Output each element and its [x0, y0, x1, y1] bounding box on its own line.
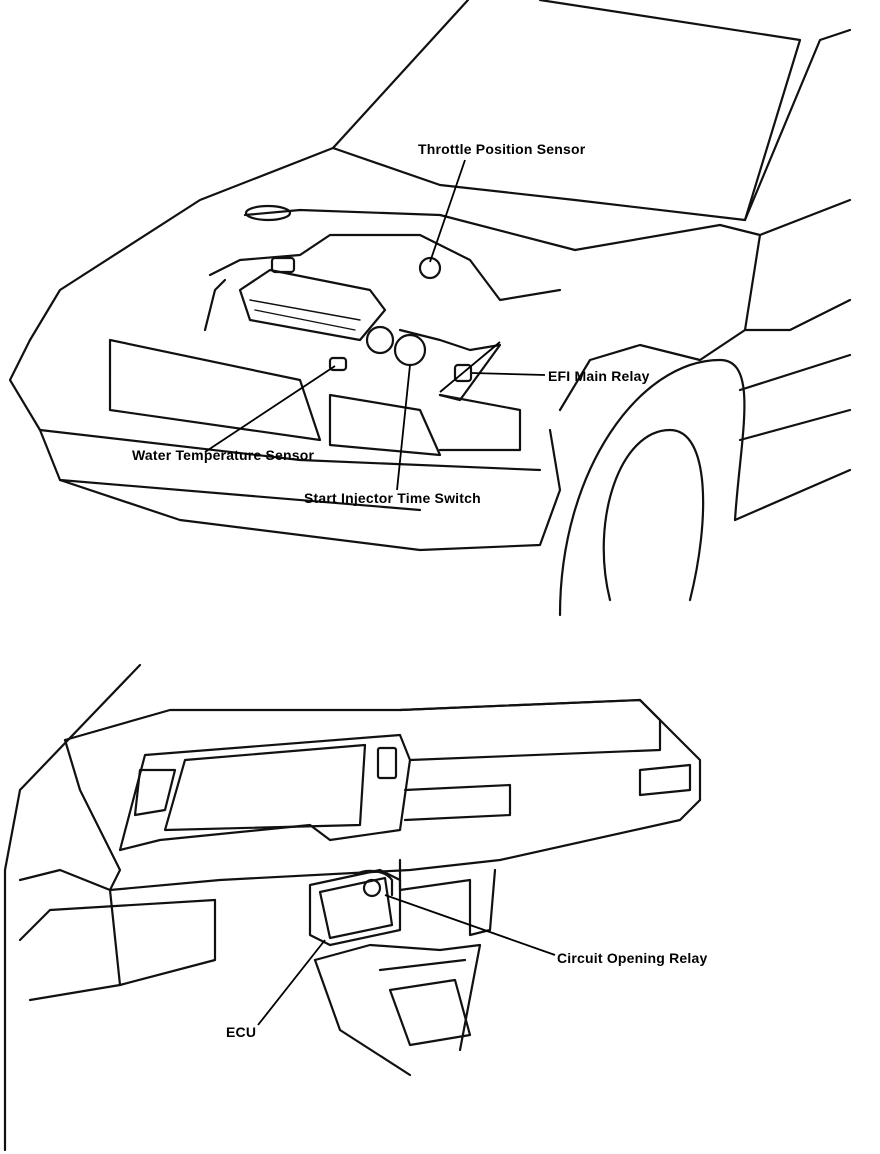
water-temperature-sensor-label: Water Temperature Sensor — [132, 447, 315, 463]
efi-main-relay-label: EFI Main Relay — [548, 368, 650, 384]
engine-bay-illustration — [8, 0, 852, 617]
ecu-label: ECU — [226, 1024, 257, 1040]
dashboard-illustration — [3, 663, 702, 1152]
throttle-position-sensor-label: Throttle Position Sensor — [418, 141, 586, 157]
start-injector-time-switch-label: Start Injector Time Switch — [304, 490, 481, 506]
circuit-opening-relay-label: Circuit Opening Relay — [557, 950, 708, 966]
